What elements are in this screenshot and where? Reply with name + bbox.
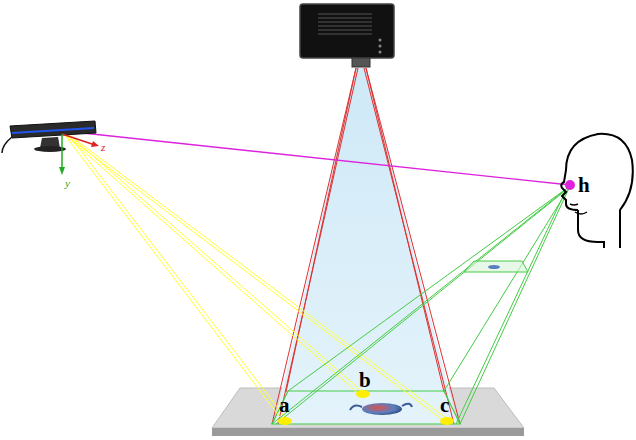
axis-label: y <box>65 178 70 189</box>
point-label: b <box>359 370 371 391</box>
axis-label: z <box>101 142 105 153</box>
point-label: a <box>279 395 290 416</box>
point-label: c <box>440 395 449 416</box>
point-label: h <box>578 175 590 196</box>
